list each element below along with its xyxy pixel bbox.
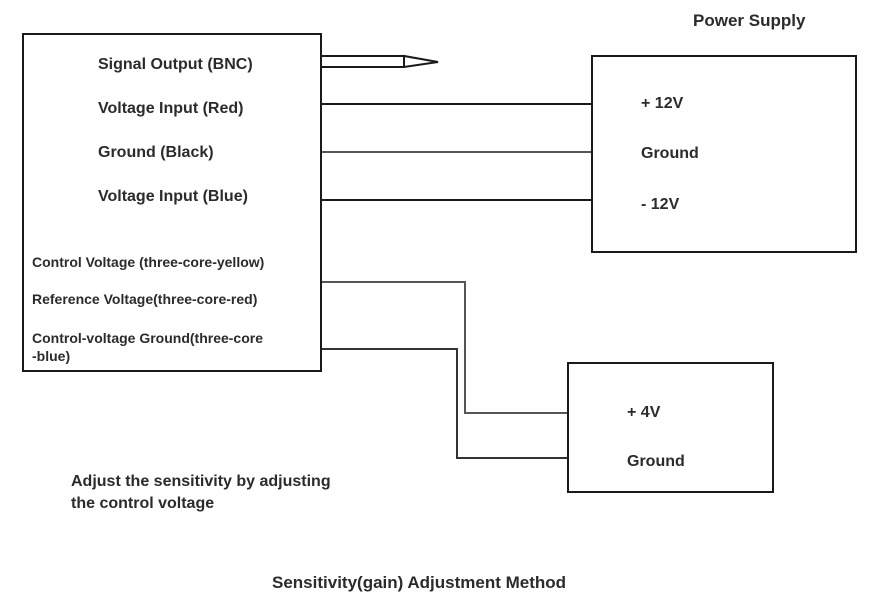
- wire-ground-control: [321, 348, 596, 459]
- sensor-box: [22, 33, 322, 372]
- control-voltage-label: Control Voltage (three-core-yellow): [32, 254, 265, 270]
- ground-power-label: Ground: [641, 145, 699, 162]
- control-ground-label-line2: -blue): [32, 348, 71, 364]
- note-line2: the control voltage: [71, 495, 215, 512]
- signal-output-label: Signal Output (BNC): [98, 56, 253, 73]
- power-supply-title: Power Supply: [693, 11, 806, 30]
- note-line1: Adjust the sensitivity by adjusting: [71, 473, 331, 490]
- wire-plus4v: [321, 281, 596, 414]
- control-supply-box: [567, 362, 774, 493]
- bnc-connector: [317, 54, 439, 69]
- plus12v-label: + 12V: [641, 95, 684, 112]
- control-ground-label-line1: Control-voltage Ground(three-core: [32, 330, 264, 346]
- reference-voltage-label: Reference Voltage(three-core-red): [32, 291, 258, 307]
- diagram-caption: Sensitivity(gain) Adjustment Method: [272, 573, 567, 592]
- power-supply-box: [591, 55, 857, 253]
- ground-black-label: Ground (Black): [98, 144, 214, 161]
- voltage-input-blue-label: Voltage Input (Blue): [98, 188, 248, 205]
- ground-control-label: Ground: [627, 453, 685, 470]
- voltage-input-red-label: Voltage Input (Red): [98, 100, 244, 117]
- minus12v-label: - 12V: [641, 196, 680, 213]
- plus4v-label: + 4V: [627, 404, 661, 421]
